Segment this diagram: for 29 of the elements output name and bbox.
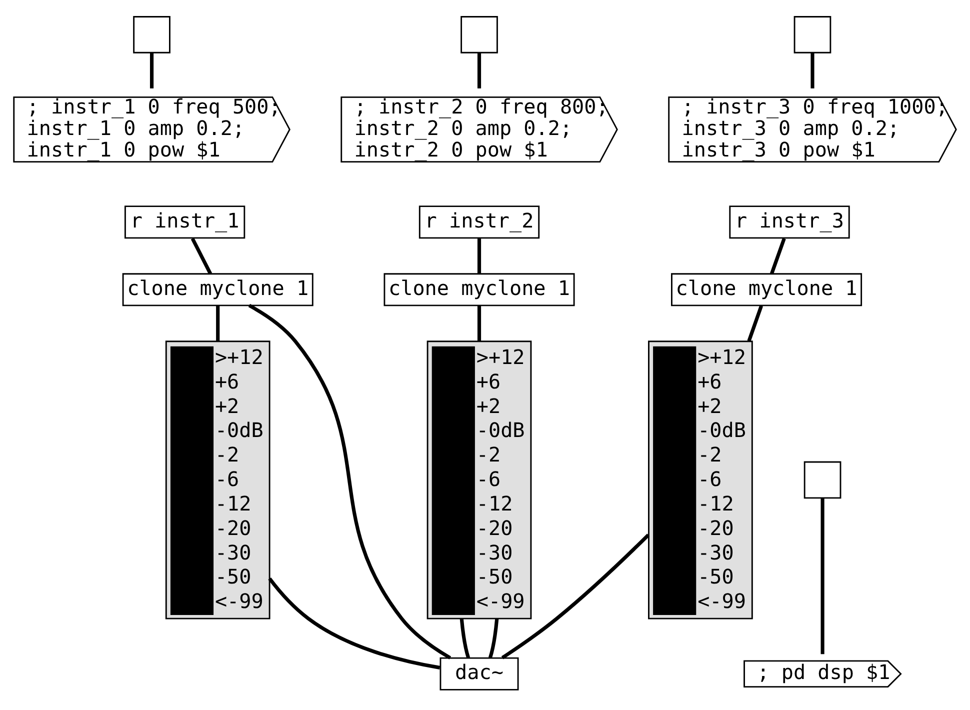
connector — [268, 577, 440, 670]
node-box — [804, 461, 842, 499]
node-box: clone myclone 1 — [122, 273, 314, 306]
node-box — [460, 16, 498, 54]
connector — [488, 618, 499, 658]
node-box: clone myclone 1 — [384, 273, 575, 306]
connector — [477, 306, 482, 341]
connector — [747, 305, 764, 342]
connector — [248, 304, 452, 660]
connector — [150, 53, 154, 88]
connector — [820, 498, 824, 654]
node-box: >+12 +6 +2 -0dB -2 -6 -12 -20 -30 -50 <-99 — [426, 340, 532, 620]
connector — [216, 306, 220, 341]
node-box: >+12 +6 +2 -0dB -2 -6 -12 -20 -30 -50 <-99 — [648, 340, 753, 620]
connector — [810, 53, 814, 88]
connector — [501, 534, 650, 660]
node-box: r instr_2 — [418, 206, 540, 239]
connector — [477, 53, 482, 88]
connector — [190, 238, 212, 275]
node-box — [133, 16, 170, 54]
node-box: clone myclone 1 — [671, 273, 862, 306]
node-box: r instr_3 — [729, 206, 850, 239]
connector — [770, 238, 786, 274]
node-box: r instr_1 — [124, 206, 246, 239]
node-box: >+12 +6 +2 -0dB -2 -6 -12 -20 -30 -50 <-99 — [165, 340, 270, 620]
node-box: dac~ — [440, 657, 519, 690]
connector — [477, 238, 482, 274]
connector — [460, 618, 470, 658]
node-box — [794, 16, 832, 54]
